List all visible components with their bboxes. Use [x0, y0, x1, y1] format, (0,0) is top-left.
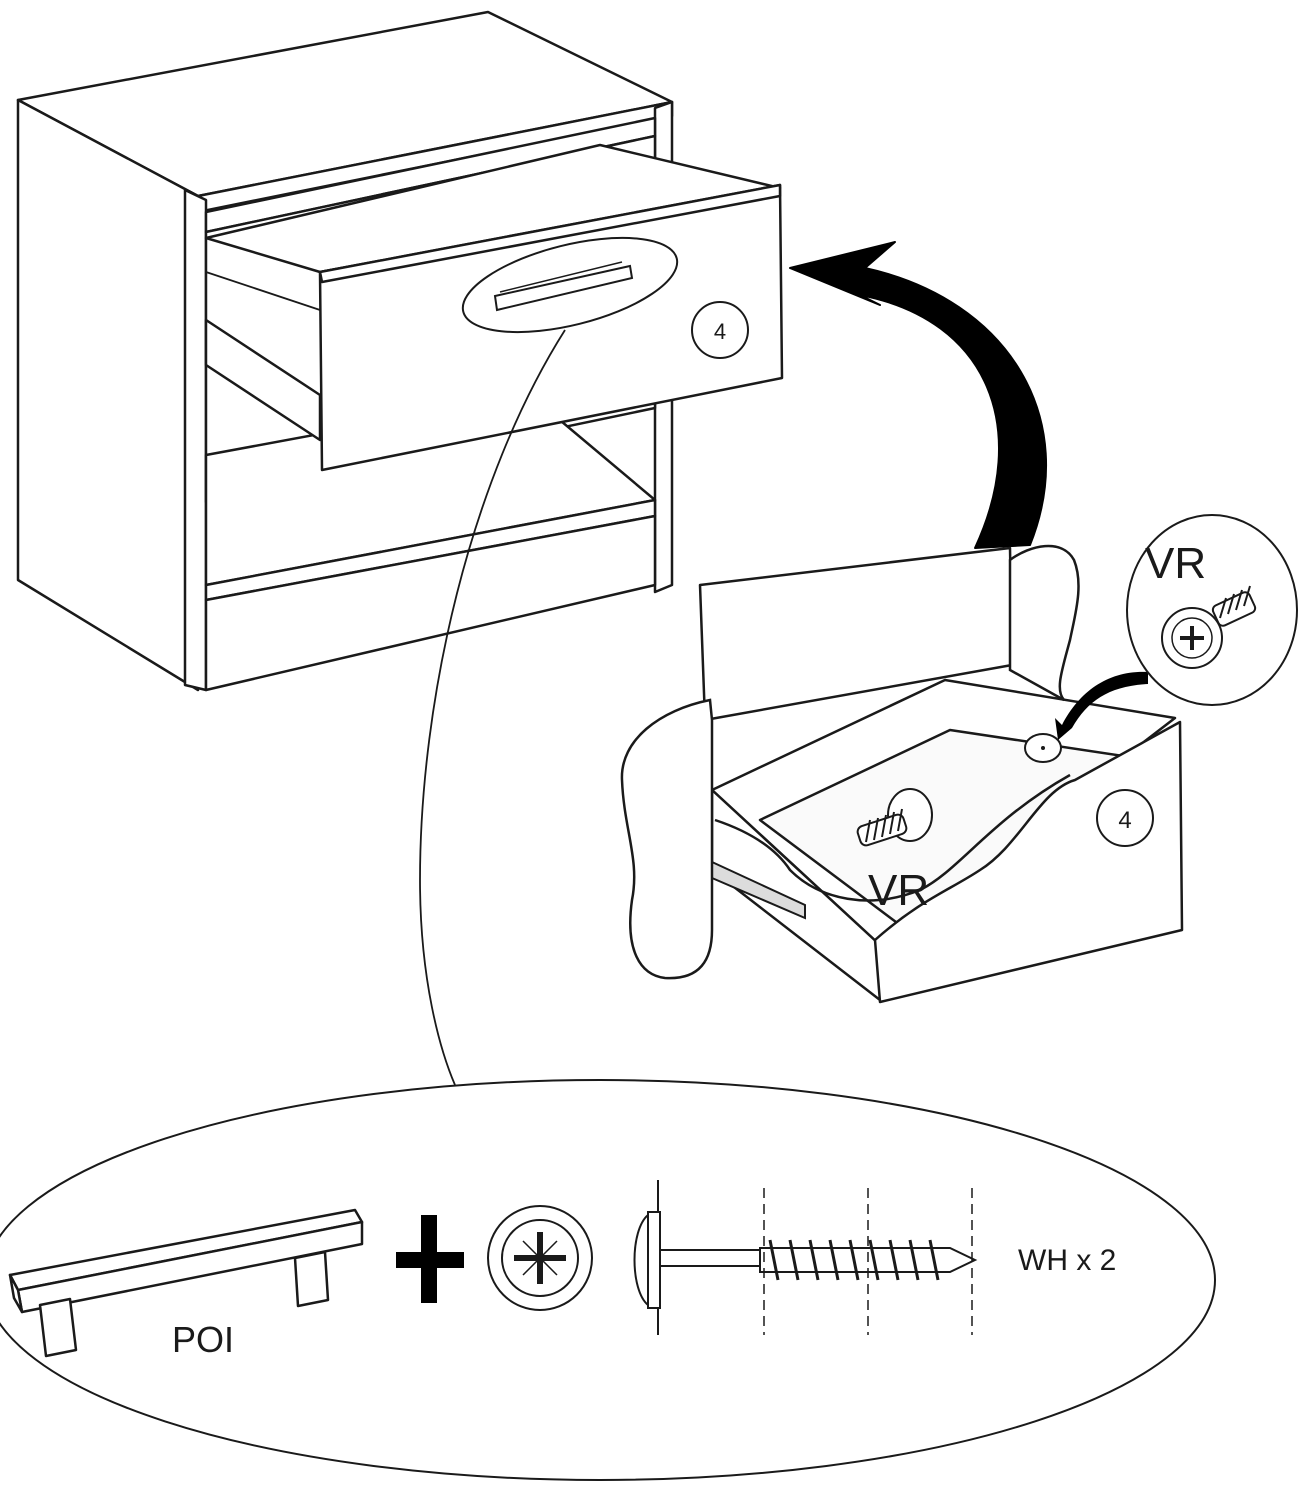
- drawer-detail: [698, 546, 1184, 1004]
- drawer-number-text: 4: [714, 319, 726, 344]
- detail-drawer-front: [873, 720, 1184, 1004]
- drawer-side-left: [204, 318, 322, 442]
- cabinet-left-side: [16, 98, 200, 692]
- cabinet-left-side-edge: [183, 188, 208, 692]
- detail-drawer-number-badge: 4: [1096, 789, 1154, 847]
- cabinet-plinth: [204, 514, 657, 692]
- hardware-detail-ellipse: [0, 1079, 1216, 1481]
- wood-screw-icon: [633, 1180, 978, 1335]
- vr-label-callout: VR: [1145, 539, 1206, 588]
- handle-poi-label: POI: [172, 1319, 234, 1360]
- detail-drawer-wave-edge: [714, 773, 1071, 902]
- vr-callout-arrow: [1055, 671, 1148, 740]
- vr-label-installed: VR: [868, 866, 929, 915]
- right-hand: [1008, 544, 1080, 702]
- left-hand: [620, 698, 714, 980]
- handle-location-callout: [461, 236, 679, 334]
- vr-screw-installed: VR: [856, 788, 933, 915]
- wood-screw-label: WH x 2: [1018, 1244, 1116, 1277]
- insert-drawer-arrow: [789, 241, 1047, 549]
- handle-poi: [8, 1208, 364, 1358]
- vr-screw-callout: VR: [1126, 514, 1298, 706]
- hardware-detail: POI WH x 2: [0, 1079, 1216, 1481]
- detail-drawer-number-text: 4: [1118, 807, 1131, 834]
- handle-leader-line: [419, 329, 566, 1086]
- screw-head-icon: [487, 1205, 593, 1311]
- plus-icon: [396, 1215, 464, 1303]
- handle-mini: [493, 264, 634, 312]
- drawer-front-top-edge: [318, 183, 782, 284]
- drawer-number-badge: 4: [691, 301, 749, 359]
